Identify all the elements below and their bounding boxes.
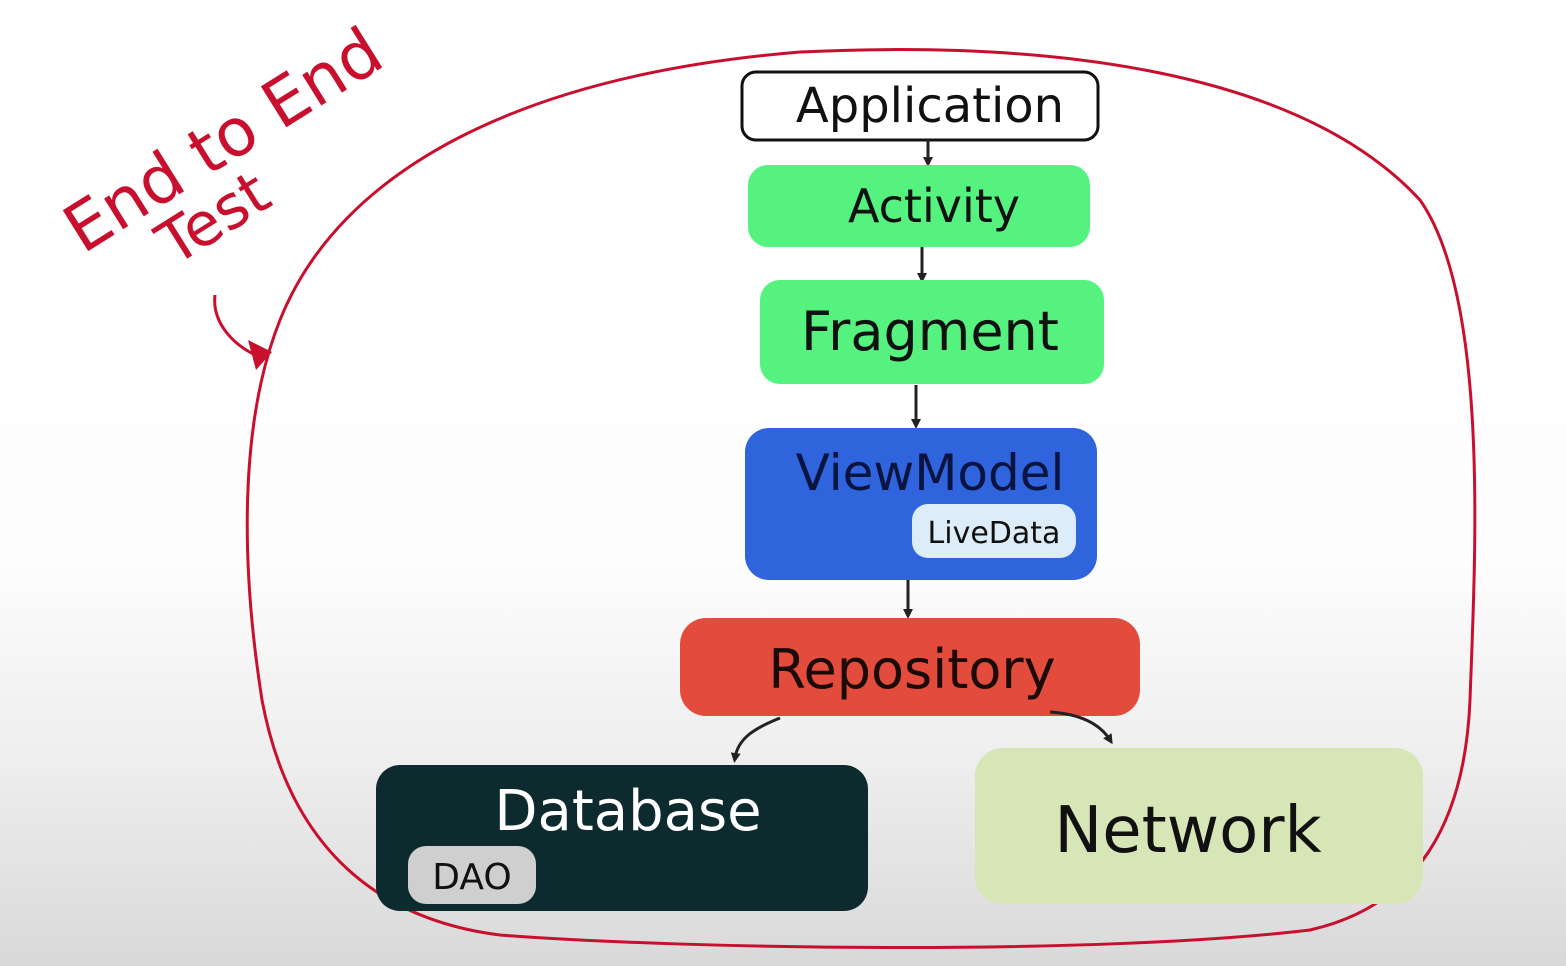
- repository-label: Repository: [768, 638, 1055, 701]
- viewmodel-label: ViewModel: [796, 444, 1065, 502]
- database-label: Database: [494, 779, 761, 844]
- application-box: [740, 70, 1100, 142]
- repository-box: [680, 618, 1140, 716]
- livedata-chip: [912, 504, 1076, 558]
- application-label: Application: [796, 78, 1064, 134]
- fragment-label: Fragment: [801, 300, 1059, 363]
- dao-chip: [408, 846, 536, 904]
- annotation-pointer-arrowhead: [248, 340, 272, 370]
- livedata-label: LiveData: [928, 516, 1061, 551]
- activity-label: Activity: [848, 179, 1020, 233]
- arrow-repository-database: [730, 716, 781, 763]
- fragment-box: [760, 280, 1104, 384]
- network-label: Network: [1054, 794, 1321, 868]
- arrow-repository-network: [1049, 710, 1113, 745]
- end-to-end-scope-outline: [245, 48, 1477, 949]
- activity-box: [748, 165, 1090, 247]
- network-box: [975, 748, 1423, 904]
- dao-label: DAO: [432, 857, 511, 898]
